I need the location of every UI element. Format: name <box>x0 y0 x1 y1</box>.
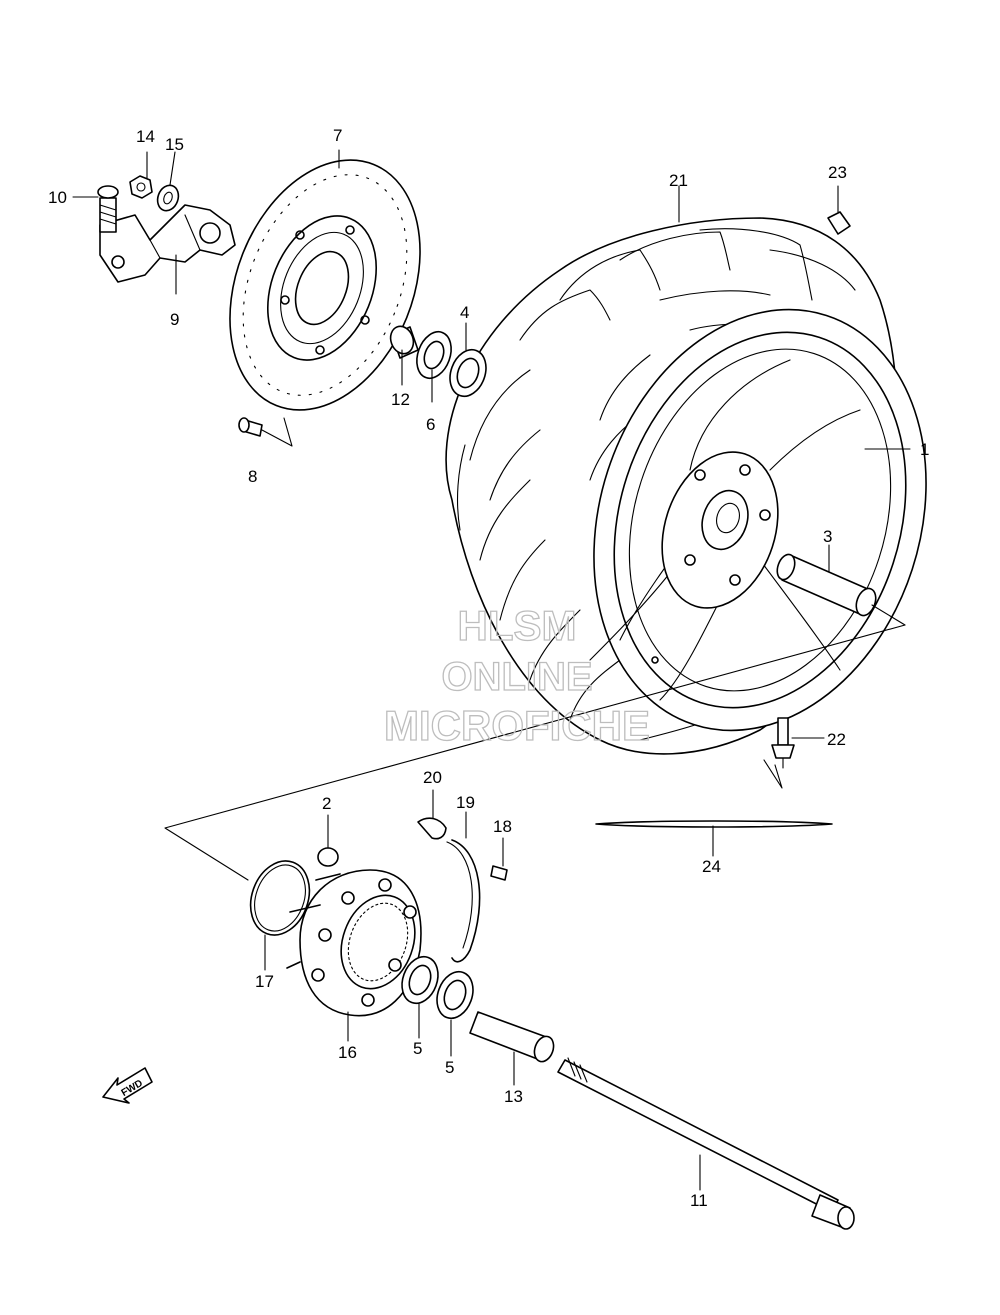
callout-6: 6 <box>426 415 435 434</box>
callout-9: 9 <box>170 310 179 329</box>
rim-band <box>595 820 833 828</box>
callout-21: 21 <box>669 171 688 190</box>
callout-11: 11 <box>690 1191 708 1210</box>
callout-4: 4 <box>460 303 469 322</box>
callout-7: 7 <box>333 126 342 145</box>
screw-18 <box>490 865 508 881</box>
hub-spacer-12 <box>389 325 419 359</box>
bearing-5b <box>436 970 474 1020</box>
wheel-rim <box>589 308 927 732</box>
balance-weight <box>827 211 851 235</box>
caliper-bracket <box>99 204 236 283</box>
washer <box>156 184 180 212</box>
leader-lines <box>72 149 911 1191</box>
callout-23: 23 <box>828 163 847 182</box>
leader-22-v <box>763 759 783 789</box>
hub-collar-2 <box>317 847 339 867</box>
oil-seal <box>416 330 452 380</box>
retainer-plate <box>417 817 447 840</box>
sprocket-carrier <box>286 869 422 1017</box>
rear-axle <box>557 1057 855 1230</box>
callout-12: 12 <box>391 390 410 409</box>
callout-15: 15 <box>165 135 184 154</box>
callout-19: 19 <box>456 793 475 812</box>
callout-10: 10 <box>48 188 67 207</box>
circlip <box>446 839 481 963</box>
callout-13: 13 <box>504 1087 523 1106</box>
axle-collar <box>469 1011 555 1063</box>
callout-2: 2 <box>322 794 331 813</box>
bearing-4 <box>449 348 487 398</box>
callout-20: 20 <box>423 768 442 787</box>
tire-valve <box>771 717 795 769</box>
bracket-bolt <box>97 185 119 233</box>
axle-spacer <box>776 553 877 617</box>
explode-line-hub <box>164 624 906 881</box>
callout-17: 17 <box>255 972 274 991</box>
watermark-line-3: MICROFICHE <box>384 702 650 749</box>
explode-line-right <box>871 604 906 626</box>
watermark: HLSM ONLINE MICROFICHE <box>383 601 650 749</box>
callout-5b: 5 <box>445 1058 454 1077</box>
callout-labels: 1 2 3 4 5 5 6 7 8 9 10 11 12 13 14 15 16… <box>48 126 929 1210</box>
callout-8: 8 <box>248 467 257 486</box>
disc-bolt <box>238 417 263 437</box>
bearing-5a <box>401 955 439 1005</box>
callout-18: 18 <box>493 817 512 836</box>
watermark-line-2: ONLINE <box>441 655 592 699</box>
callout-14: 14 <box>136 127 155 146</box>
forward-arrow-icon: FWD <box>102 1067 153 1104</box>
callout-1: 1 <box>920 440 929 459</box>
callout-3: 3 <box>823 527 832 546</box>
watermark-line-1: HLSM <box>458 602 577 649</box>
brake-disc <box>229 159 421 411</box>
callout-5a: 5 <box>413 1039 422 1058</box>
leader-8 <box>261 417 293 447</box>
callout-22: 22 <box>827 730 846 749</box>
callout-24: 24 <box>702 857 721 876</box>
nut <box>129 175 153 199</box>
callout-16: 16 <box>338 1043 357 1062</box>
